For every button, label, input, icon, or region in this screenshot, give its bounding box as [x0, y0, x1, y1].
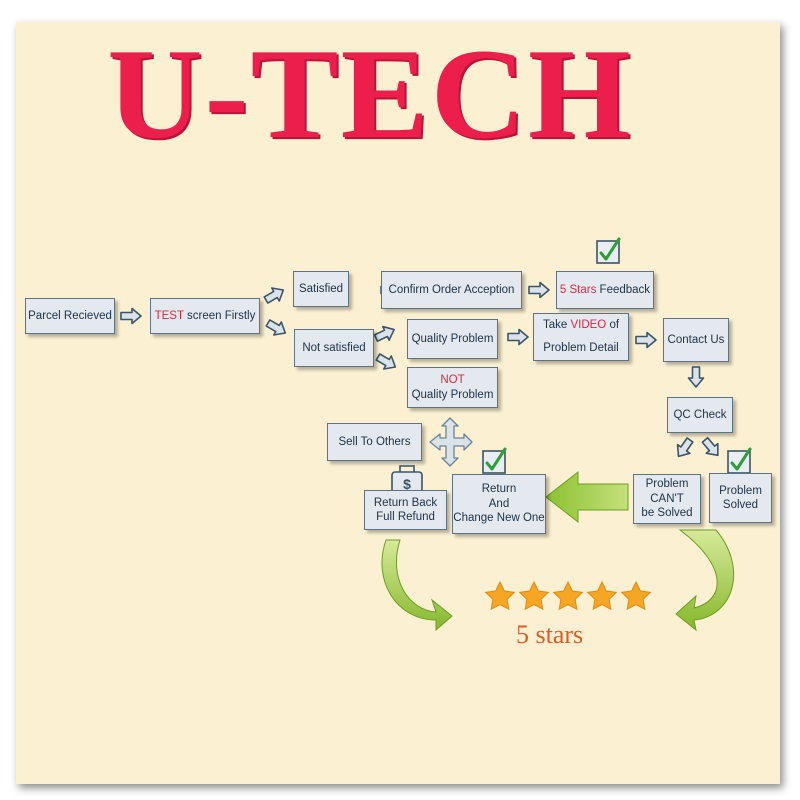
node-satisfied: Satisfied — [293, 271, 349, 307]
checkbox-icon — [482, 447, 507, 474]
star-icon — [552, 580, 584, 611]
node-not-satisfied: Not satisfied — [294, 329, 374, 367]
node-not-quality-problem: NOT Quality Problem — [407, 367, 498, 408]
star-icon — [620, 580, 652, 611]
green-curve-right — [675, 529, 734, 632]
arrow-test-to-satisfied — [261, 282, 288, 308]
star-icon — [586, 580, 618, 611]
arrow-video-to-contact — [635, 331, 657, 349]
node-problem-solved: Problem Solved — [709, 473, 772, 523]
arrow-contact-to-qc — [687, 366, 705, 388]
node-sell-to-others: Sell To Others — [327, 423, 422, 461]
node-contact-us: Contact Us — [663, 318, 729, 362]
node-return-change: Return And Change New One — [452, 474, 546, 534]
checkbox-icon — [727, 447, 752, 474]
node-take-video: Take VIDEO of Problem Detail — [533, 313, 629, 361]
arrow-parcel-to-test — [120, 307, 142, 325]
checkbox-icon — [596, 237, 621, 264]
arrow-qc-to-solved — [698, 434, 725, 461]
poster-frame — [16, 22, 780, 784]
node-problem-cant-be-solved: Problem CAN'T be Solved — [633, 474, 701, 524]
money-bag-icon: $ — [391, 465, 423, 495]
node-qc-check: QC Check — [667, 397, 733, 433]
arrow-quality-to-video — [507, 328, 529, 346]
arrow-confirm-to-feedback — [528, 281, 550, 299]
node-five-star-feedback: 5 Stars Feedback — [556, 271, 654, 309]
green-arrow-left — [545, 470, 629, 524]
arrow-to-quality — [372, 321, 399, 346]
node-return-full-refund: Return Back Full Refund — [364, 490, 447, 530]
five-star-rating — [484, 580, 652, 611]
star-icon — [484, 580, 516, 611]
node-test-screen: TEST screen Firstly — [150, 298, 260, 334]
arrow-test-to-not-satisfied — [263, 315, 290, 341]
split-arrow — [429, 417, 473, 467]
node-confirm-order: Confirm Order Acception — [381, 271, 522, 309]
arrow-qc-to-cant — [671, 434, 697, 462]
svg-text:$: $ — [403, 476, 411, 492]
arrow-to-not-quality — [373, 349, 400, 375]
star-icon — [518, 580, 550, 611]
node-quality-problem: Quality Problem — [407, 319, 498, 359]
green-curve-left — [381, 539, 453, 632]
five-stars-label: 5 stars — [516, 620, 584, 649]
node-parcel-received: Parcel Recieved — [25, 298, 115, 334]
page-title: U-TECH — [107, 21, 633, 166]
